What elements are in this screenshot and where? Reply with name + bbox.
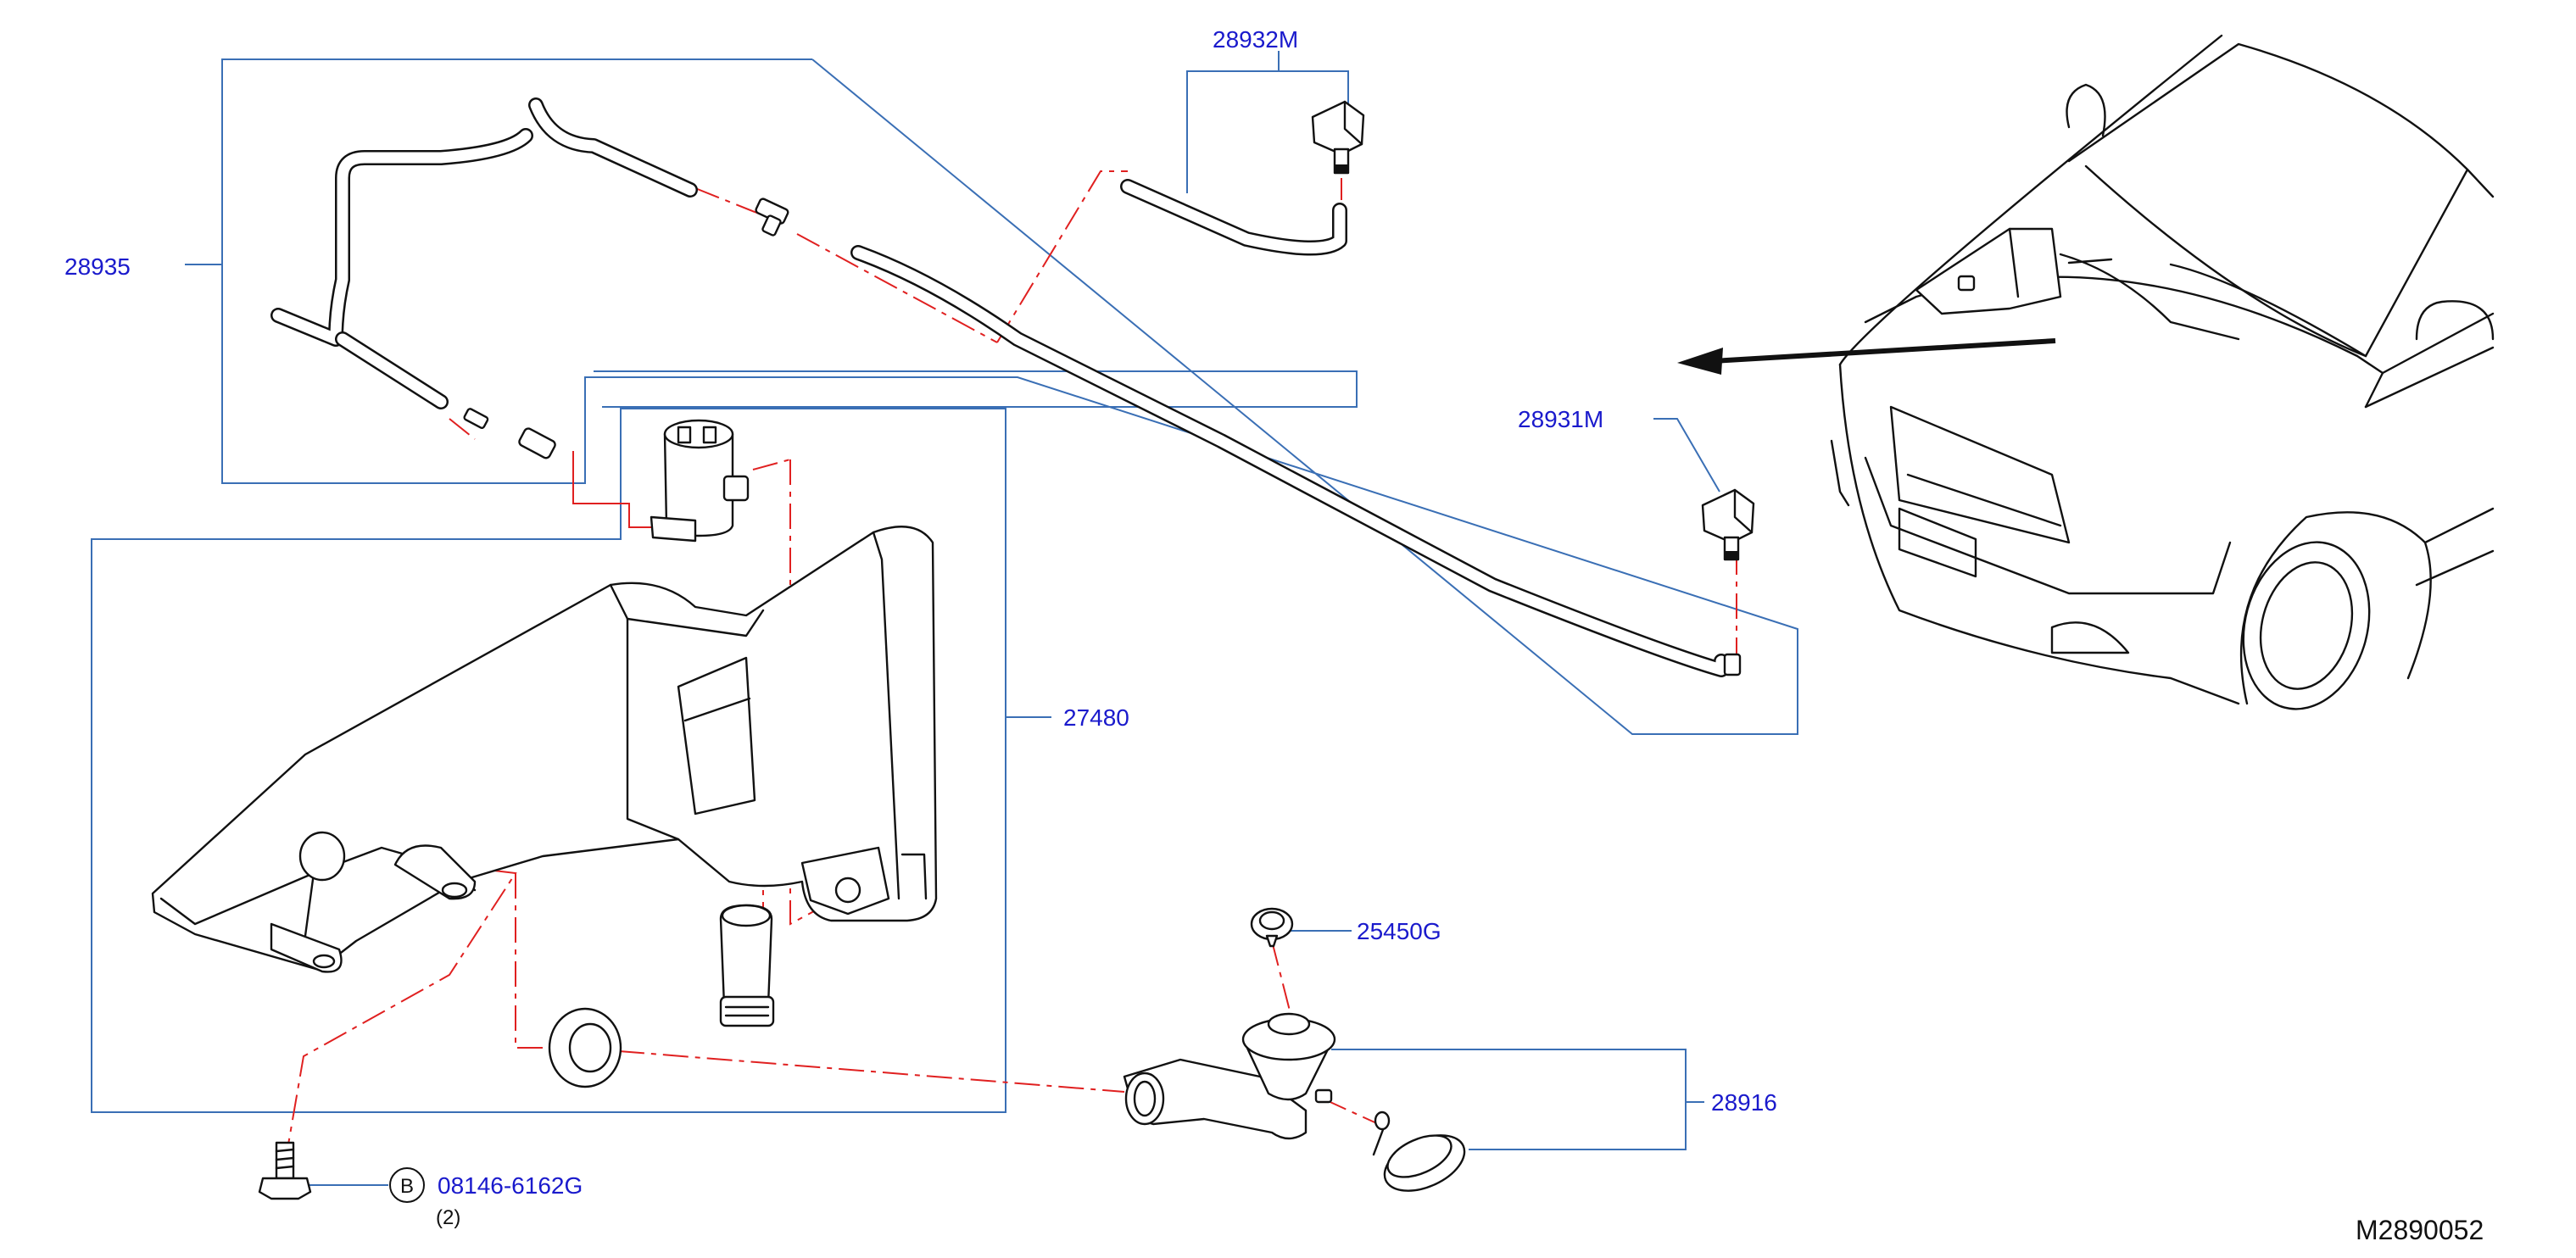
label-28935: 28935	[64, 253, 131, 280]
label-bolt-qty: (2)	[436, 1206, 460, 1229]
location-arrow	[1677, 338, 2056, 375]
callout-box-28935	[594, 370, 1358, 408]
washer-pump	[650, 419, 750, 543]
level-sensor	[719, 904, 775, 1027]
callout-box-28935-frame	[221, 58, 1798, 735]
filler-neck-28916	[1123, 1012, 1336, 1140]
vehicle-location-view	[1830, 34, 2495, 710]
filler-cap	[1372, 1110, 1466, 1192]
check-valve	[463, 408, 556, 459]
washer-tank-27480	[151, 526, 938, 973]
leader-28931M	[1653, 418, 1720, 493]
label-25450G: 25450G	[1357, 918, 1441, 944]
washer-hose-28935	[270, 97, 1742, 677]
tank-grommet	[548, 1007, 622, 1088]
label-28931M: 28931M	[1518, 406, 1603, 432]
label-28916: 28916	[1711, 1089, 1777, 1116]
diagram-id: M2890052	[2356, 1215, 2484, 1245]
label-27480: 27480	[1063, 704, 1129, 731]
bolt-marker-letter: B	[400, 1175, 414, 1198]
leader-28916	[1331, 1049, 1687, 1150]
leader-28932M	[1186, 70, 1349, 193]
filler-plug-25450G	[1250, 907, 1294, 948]
bolt-marker-circle	[389, 1167, 425, 1203]
label-28932M: 28932M	[1213, 26, 1298, 53]
hose-joint	[755, 198, 789, 237]
washer-nozzle-28932M	[1311, 100, 1365, 175]
label-bolt: 08146-6162G	[438, 1172, 583, 1199]
callout-box-27480	[91, 408, 1006, 1113]
washer-nozzle-28931M	[1701, 488, 1755, 561]
bolt	[258, 1141, 312, 1200]
